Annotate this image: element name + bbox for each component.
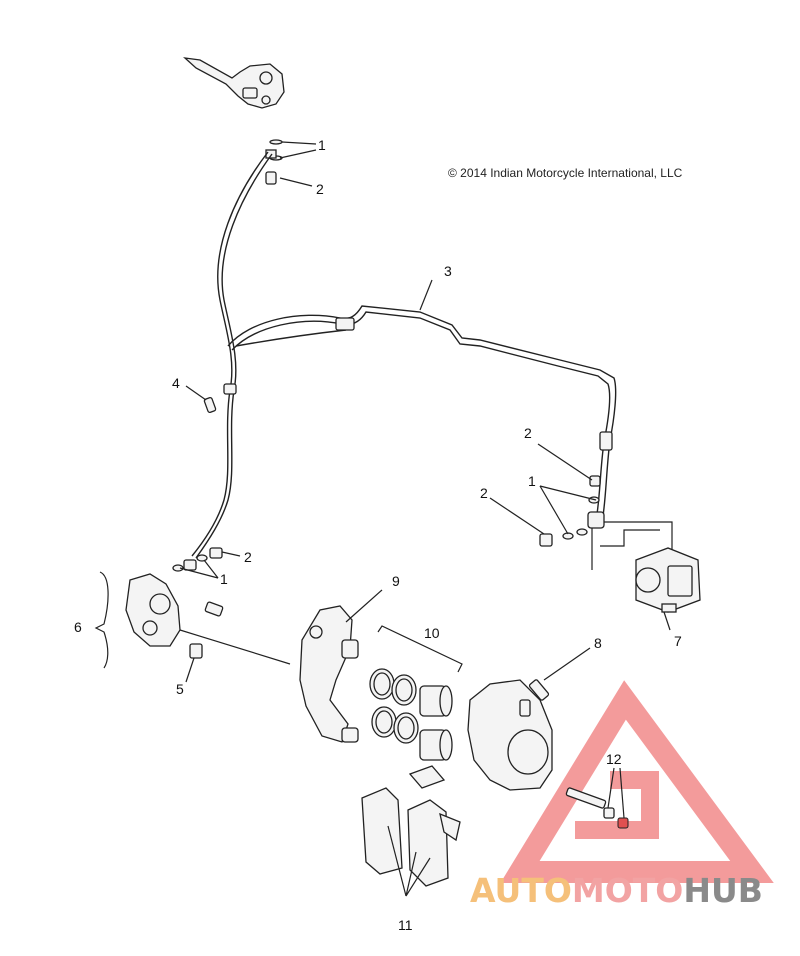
bolt-nut-12 [565, 787, 629, 829]
callout-9: 9 [392, 573, 400, 589]
leader-lines [94, 141, 671, 897]
fitting-right [539, 475, 605, 547]
callout-2-top: 2 [316, 181, 324, 197]
callout-8: 8 [594, 635, 602, 651]
brake-hoses [191, 151, 617, 559]
callout-5: 5 [176, 681, 184, 697]
watermark-auto: AUTO [470, 871, 572, 910]
callout-6: 6 [74, 619, 82, 635]
caliper-assembly [125, 573, 291, 665]
bolt-4 [203, 396, 217, 414]
callout-2-right-upper: 2 [524, 425, 532, 441]
caliper-housing [467, 679, 553, 791]
copyright-notice: © 2014 Indian Motorcycle International, … [448, 166, 683, 180]
watermark-text: AUTOMOTOHUB [470, 871, 763, 910]
callout-1-top: 1 [318, 137, 326, 153]
callout-7: 7 [674, 633, 682, 649]
master-cylinder [183, 57, 285, 109]
callout-2-right-lower: 2 [480, 485, 488, 501]
watermark-logo [500, 680, 774, 883]
watermark-moto: MOTO [572, 871, 683, 910]
callout-12: 12 [606, 751, 622, 767]
svg-text:AUTOMOTOHUB: AUTOMOTOHUB [470, 871, 763, 910]
callout-4: 4 [172, 375, 180, 391]
caliper-bracket [299, 605, 359, 743]
fitting-top [265, 139, 283, 185]
callout-1-right: 1 [528, 473, 536, 489]
watermark-hub: HUB [683, 871, 763, 910]
callout-2-lower-left: 2 [244, 549, 252, 565]
callout-11: 11 [398, 917, 413, 933]
abs-module [591, 521, 701, 613]
callout-3: 3 [444, 263, 452, 279]
callout-labels: 1 2 3 4 2 1 2 1 2 5 6 7 8 9 10 11 12 [74, 137, 682, 933]
callout-1-lower-left: 1 [220, 571, 228, 587]
fitting-lower-left [172, 547, 223, 572]
brake-pads [361, 765, 461, 887]
callout-10: 10 [424, 625, 440, 641]
seals-pistons [369, 625, 463, 761]
